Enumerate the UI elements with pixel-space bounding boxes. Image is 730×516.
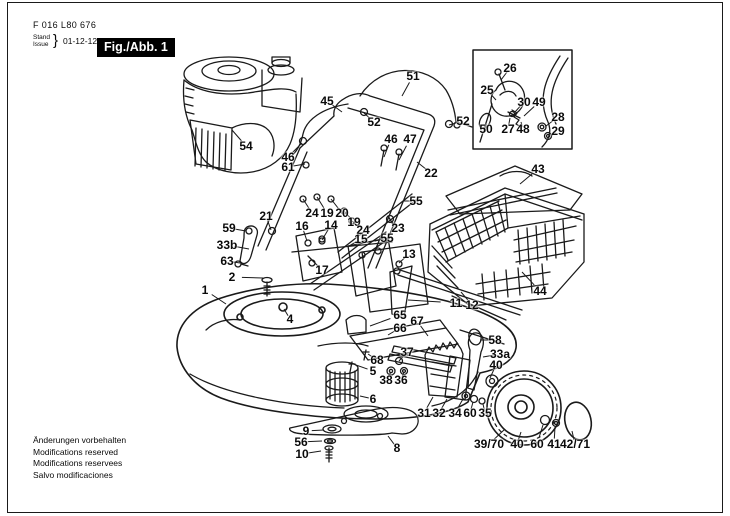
stand-issue-label: Stand Issue <box>33 34 50 48</box>
part-label-66: 66 <box>393 321 407 335</box>
part-label-24: 24 <box>305 206 319 220</box>
part-label-9: 9 <box>302 424 310 438</box>
part-label-16: 16 <box>295 219 309 233</box>
part-label-46: 46 <box>384 132 398 146</box>
part-label-15: 15 <box>354 232 368 246</box>
notice-line: Modifications reserved <box>33 446 119 457</box>
part-label-22: 22 <box>424 166 438 180</box>
footer-notices: Änderungen vorbehalten Modifications res… <box>33 435 126 481</box>
part-label-17: 17 <box>315 263 329 277</box>
issue-label: Issue <box>33 41 49 48</box>
part-label-24: 24 <box>356 223 370 237</box>
part-label-42-71: 42/71 <box>559 437 591 451</box>
part-label-56: 56 <box>294 435 308 449</box>
part-label-28: 28 <box>551 110 565 124</box>
brace-glyph: } <box>53 32 59 49</box>
part-label-60: 60 <box>530 437 544 451</box>
part-label-61: 61 <box>281 160 295 174</box>
part-label-29: 29 <box>551 124 565 138</box>
part-label-25: 25 <box>480 83 494 97</box>
part-label-21: 21 <box>259 209 273 223</box>
part-label-30: 30 <box>517 95 531 109</box>
part-label-60: 60 <box>463 406 477 420</box>
part-label-5: 5 <box>369 364 377 378</box>
part-label-34: 34 <box>448 406 462 420</box>
part-label-2: 2 <box>228 270 236 284</box>
issue-row: Stand Issue } 01-12-12 <box>33 32 98 49</box>
notice-line: Modifications reservees <box>33 458 123 468</box>
part-label-55: 55 <box>409 194 423 208</box>
part-label-1: 1 <box>201 283 209 297</box>
part-label-8: 8 <box>393 441 401 455</box>
figure-badge: Fig./Abb. 1 <box>97 38 175 57</box>
part-label-35: 35 <box>478 406 492 420</box>
part-label-36: 36 <box>394 373 408 387</box>
part-label-51: 51 <box>406 69 420 83</box>
part-label-65: 65 <box>393 308 407 322</box>
issue-date: 01-12-12 <box>63 36 98 46</box>
part-label-67: 67 <box>410 314 424 328</box>
part-label-55: 55 <box>380 231 394 245</box>
part-label-59: 59 <box>222 221 236 235</box>
part-label-33b: 33b <box>216 238 238 252</box>
part-label-68: 68 <box>370 353 384 367</box>
part-label-14: 14 <box>324 218 338 232</box>
part-label-6: 6 <box>369 392 377 406</box>
part-label-31: 31 <box>417 406 431 420</box>
page-frame <box>7 2 723 513</box>
part-label-19: 19 <box>320 206 334 220</box>
part-label-26: 26 <box>503 61 517 75</box>
part-label-38: 38 <box>379 373 393 387</box>
part-label-33a: 33a <box>489 347 511 361</box>
part-label-49: 49 <box>532 95 546 109</box>
part-label-58: 58 <box>488 333 502 347</box>
part-label-52: 52 <box>456 114 470 128</box>
part-label-47: 47 <box>403 132 417 146</box>
part-label-20: 20 <box>335 206 349 220</box>
part-label-11: 11 <box>449 296 463 310</box>
part-label-37: 37 <box>400 345 414 359</box>
part-number: F 016 L80 676 <box>33 20 97 30</box>
part-label-45: 45 <box>320 94 334 108</box>
part-label-41: 41 <box>547 437 561 451</box>
part-label-52: 52 <box>367 115 381 129</box>
header: F 016 L80 676 Stand Issue } 01-12-12 <box>33 20 97 48</box>
part-label-19: 19 <box>347 215 361 229</box>
part-label-27: 27 <box>501 122 515 136</box>
notice-line: Salvo modificaciones <box>33 469 113 480</box>
part-label-39-70: 39/70 <box>473 437 505 451</box>
part-label-40: 40 <box>510 437 524 451</box>
stand-label: Stand <box>33 34 50 41</box>
part-label-40: 40 <box>489 358 503 372</box>
part-label-63: 63 <box>220 254 234 268</box>
part-label-46: 46 <box>281 150 295 164</box>
part-label-44: 44 <box>533 284 547 298</box>
part-label-43: 43 <box>531 162 545 176</box>
part-label-12: 12 <box>465 298 479 312</box>
part-label-10: 10 <box>295 447 309 461</box>
part-label-50: 50 <box>479 122 493 136</box>
part-label-32: 32 <box>432 406 446 420</box>
part-label-23: 23 <box>391 221 405 235</box>
part-label-54: 54 <box>239 139 253 153</box>
part-label-13: 13 <box>402 247 416 261</box>
notice-line: Änderungen vorbehalten <box>33 435 127 445</box>
part-label-48: 48 <box>516 122 530 136</box>
part-label-4: 4 <box>286 312 294 326</box>
